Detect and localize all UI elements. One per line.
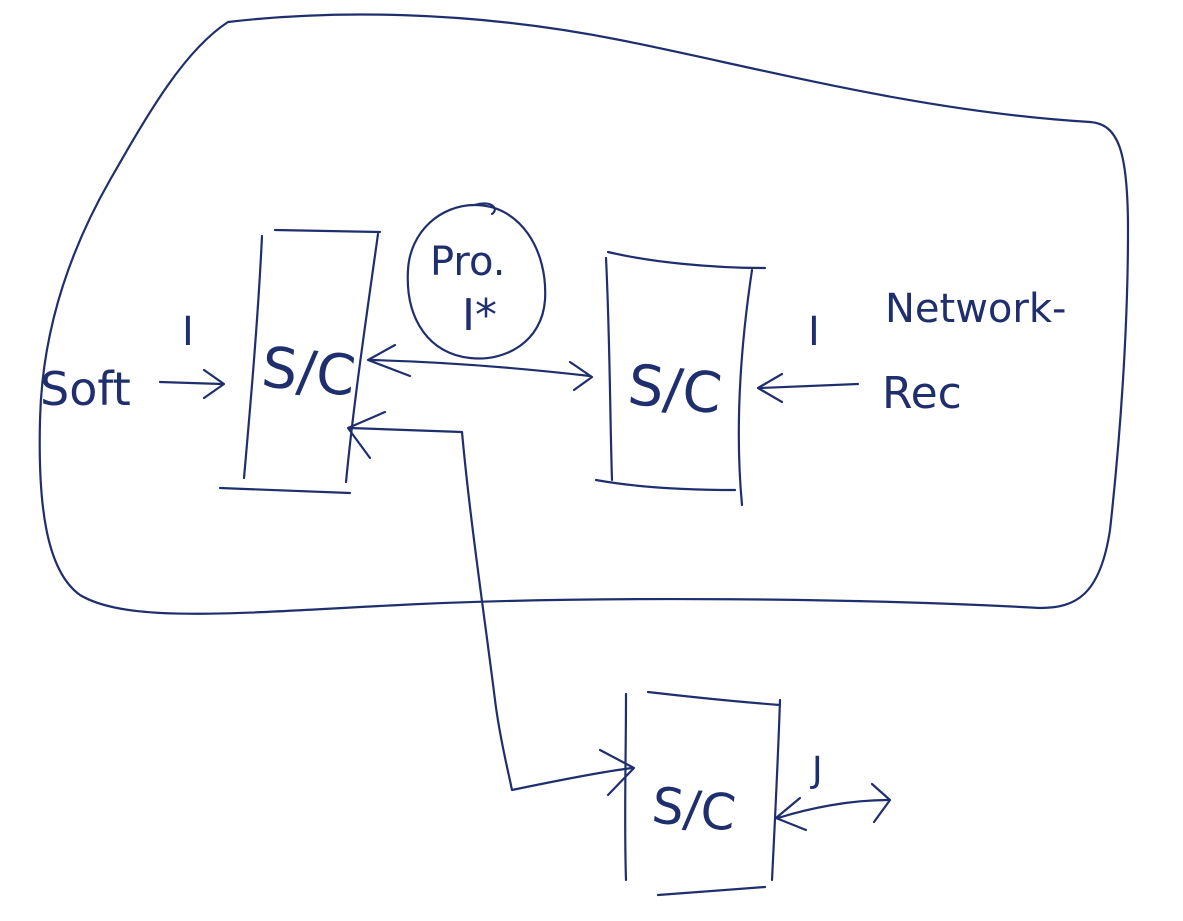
bottom-box-label: S/C	[649, 776, 738, 842]
pro-i-star-label: I*	[462, 290, 497, 341]
network-input: I Network- Rec	[756, 286, 1066, 419]
left-box-left-edge	[242, 234, 264, 480]
right-box-bottom-edge	[594, 478, 737, 492]
bottom-box-bottom-edge	[656, 885, 767, 897]
j-arrow-line	[776, 798, 890, 820]
outer-boundary	[38, 13, 1130, 615]
left-box-label: S/C	[259, 335, 359, 409]
j-output: J	[774, 750, 892, 832]
soft-input: Soft I	[40, 309, 226, 416]
link-left-bottom	[346, 410, 636, 797]
right-sc-box: S/C	[594, 250, 767, 507]
j-arrow-head-right	[870, 782, 892, 824]
network-arrow-head	[756, 372, 784, 404]
network-label: Network-	[885, 286, 1066, 332]
soft-arrow-line	[158, 380, 224, 386]
pro-label: Pro.	[430, 239, 505, 285]
left-sc-box: S/C	[218, 228, 382, 495]
pro-circle-outline	[406, 202, 547, 360]
right-box-top-edge	[606, 250, 767, 270]
left-box-right-edge	[344, 232, 380, 484]
left-box-top-edge	[273, 228, 382, 234]
link-left-bottom-line	[348, 426, 634, 792]
bottom-box-right-edge	[770, 698, 782, 882]
link-left-bottom-head-bottom	[598, 748, 636, 797]
right-box-left-edge	[604, 256, 614, 482]
link-left-right	[366, 343, 594, 392]
bottom-box-left-edge	[624, 692, 628, 882]
network-arrow-line	[758, 382, 860, 390]
bottom-sc-box: S/C	[624, 690, 782, 897]
j-arrow-head-left	[774, 796, 808, 832]
link-left-right-head-right	[568, 360, 594, 392]
rec-label: Rec	[882, 368, 962, 419]
pro-circle: Pro. I*	[406, 202, 547, 360]
right-box-right-edge	[737, 268, 754, 507]
j-label: J	[810, 750, 823, 791]
bottom-box-top-edge	[646, 690, 782, 707]
link-left-bottom-head-top	[346, 410, 387, 460]
soft-label: Soft	[40, 362, 131, 416]
i-left-label: I	[182, 309, 194, 355]
soft-arrow-head	[202, 368, 226, 400]
i-right-label: I	[808, 309, 820, 355]
left-box-bottom-edge	[218, 486, 352, 495]
link-left-right-line	[368, 358, 592, 378]
link-left-right-head-left	[366, 343, 412, 378]
right-box-label: S/C	[625, 353, 725, 427]
